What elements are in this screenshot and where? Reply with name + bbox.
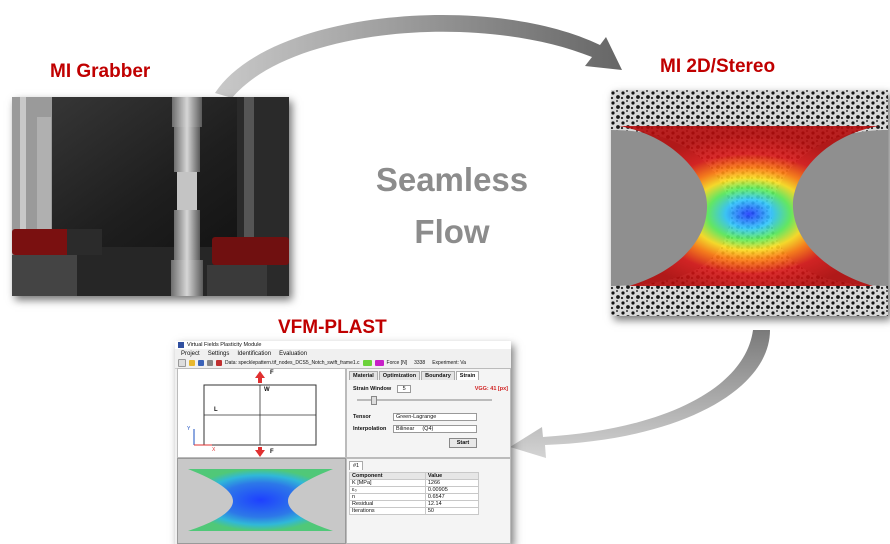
tab-boundary[interactable]: Boundary xyxy=(421,371,455,380)
cell-component: Iterations xyxy=(349,507,426,515)
interpolation-select[interactable]: Bilinear (Q4) xyxy=(393,425,477,433)
results-table: Component Value K [MPa] 1266 ε₀ 0.00905 … xyxy=(349,472,480,515)
cell-value: 1266 xyxy=(424,479,480,487)
strain-window-spinner[interactable]: 5 xyxy=(397,385,412,393)
interpolation-extra: (Q4) xyxy=(422,426,434,432)
strain-window-slider[interactable] xyxy=(357,399,492,401)
cell-value: 50 xyxy=(424,507,480,515)
table-header-row: Component Value xyxy=(349,472,480,480)
strain-map xyxy=(188,469,333,531)
menu-identification[interactable]: Identification xyxy=(237,350,272,357)
toolbar-force-value: 3338 xyxy=(414,360,426,366)
table-row: Residual 12.14 xyxy=(349,500,480,508)
interpolation-label: Interpolation xyxy=(353,426,387,432)
column-header-value: Value xyxy=(424,472,480,480)
toolbar-experiment: Experiment: Va xyxy=(432,360,467,366)
toolbar-data-path: Data: specklepattern.tif_nodes_DCS5_Notc… xyxy=(225,360,360,366)
tensor-select[interactable]: Green-Lagrange xyxy=(393,413,477,421)
grabber-photo xyxy=(12,97,289,296)
window-title: Virtual Fields Plasticity Module xyxy=(187,342,262,348)
column-header-component: Component xyxy=(349,472,426,480)
toolbar-force-label: Force [N] xyxy=(386,360,408,366)
force-top-label: F xyxy=(270,370,274,376)
force-bottom-label: F xyxy=(270,449,274,455)
app-icon xyxy=(178,342,184,348)
strain-settings-panel: Material Optimization Boundary Strain St… xyxy=(346,368,511,458)
vfm-window: Virtual Fields Plasticity Module Project… xyxy=(175,341,511,544)
cell-component: Residual xyxy=(349,500,426,508)
tensor-label: Tensor xyxy=(353,414,371,420)
results-panel: #1 Component Value K [MPa] 1266 ε₀ 0.009… xyxy=(346,458,511,544)
tab-result-1[interactable]: #1 xyxy=(349,461,364,470)
cell-value: 0.6547 xyxy=(424,493,480,501)
settings-tabs: Material Optimization Boundary Strain xyxy=(347,369,510,380)
table-row: Iterations 50 xyxy=(349,507,480,515)
interpolation-value: Bilinear xyxy=(396,426,415,432)
settings-icon[interactable] xyxy=(207,360,213,366)
specimen-diagram-panel: F F W L Y X xyxy=(177,368,346,458)
vgg-readout: VGG: 41 [px] xyxy=(474,386,508,392)
table-row: ε₀ 0.00905 xyxy=(349,486,480,494)
magenta-status-icon xyxy=(374,360,384,366)
menu-settings[interactable]: Settings xyxy=(207,350,230,357)
menu-evaluation[interactable]: Evaluation xyxy=(279,350,308,357)
open-folder-icon[interactable] xyxy=(189,360,195,366)
y-axis-label: Y xyxy=(187,426,191,432)
stereo-strain-image xyxy=(611,90,888,316)
length-label: L xyxy=(214,407,218,413)
save-icon[interactable] xyxy=(198,360,204,366)
x-axis-label: X xyxy=(212,447,216,453)
flow-text: Flow xyxy=(414,213,490,250)
vfm-label: VFM-PLAST xyxy=(278,317,387,338)
cell-value: 0.00905 xyxy=(424,486,480,494)
specimen-diagram xyxy=(193,371,317,457)
cell-component: ε₀ xyxy=(349,486,426,494)
cell-component: n xyxy=(349,493,426,501)
window-titlebar: Virtual Fields Plasticity Module xyxy=(175,341,511,349)
top-flow-arrow xyxy=(215,15,622,98)
cell-value: 12.14 xyxy=(424,500,480,508)
green-status-icon xyxy=(362,360,372,366)
menu-project[interactable]: Project xyxy=(181,350,200,357)
start-button[interactable]: Start xyxy=(449,438,477,448)
tab-material[interactable]: Material xyxy=(349,371,378,380)
bottom-flow-arrow xyxy=(510,330,770,458)
seamless-text: Seamless xyxy=(375,161,529,198)
cell-component: K [MPa] xyxy=(349,479,426,487)
table-row: K [MPa] 1266 xyxy=(349,479,480,487)
grabber-label: MI Grabber xyxy=(50,61,151,82)
tab-strain[interactable]: Strain xyxy=(455,371,480,380)
strain-window-label: Strain Window xyxy=(353,386,392,392)
width-label: W xyxy=(264,387,270,393)
new-file-icon[interactable] xyxy=(178,359,186,367)
results-tabs: #1 xyxy=(347,459,510,470)
stereo-label: MI 2D/Stereo xyxy=(660,56,776,77)
tab-optimization[interactable]: Optimization xyxy=(378,371,421,380)
slider-thumb[interactable] xyxy=(371,396,377,405)
table-row: n 0.6547 xyxy=(349,493,480,501)
strain-map-panel xyxy=(177,458,346,544)
run-icon[interactable] xyxy=(216,360,222,366)
menu-bar: Project Settings Identification Evaluati… xyxy=(175,349,511,358)
